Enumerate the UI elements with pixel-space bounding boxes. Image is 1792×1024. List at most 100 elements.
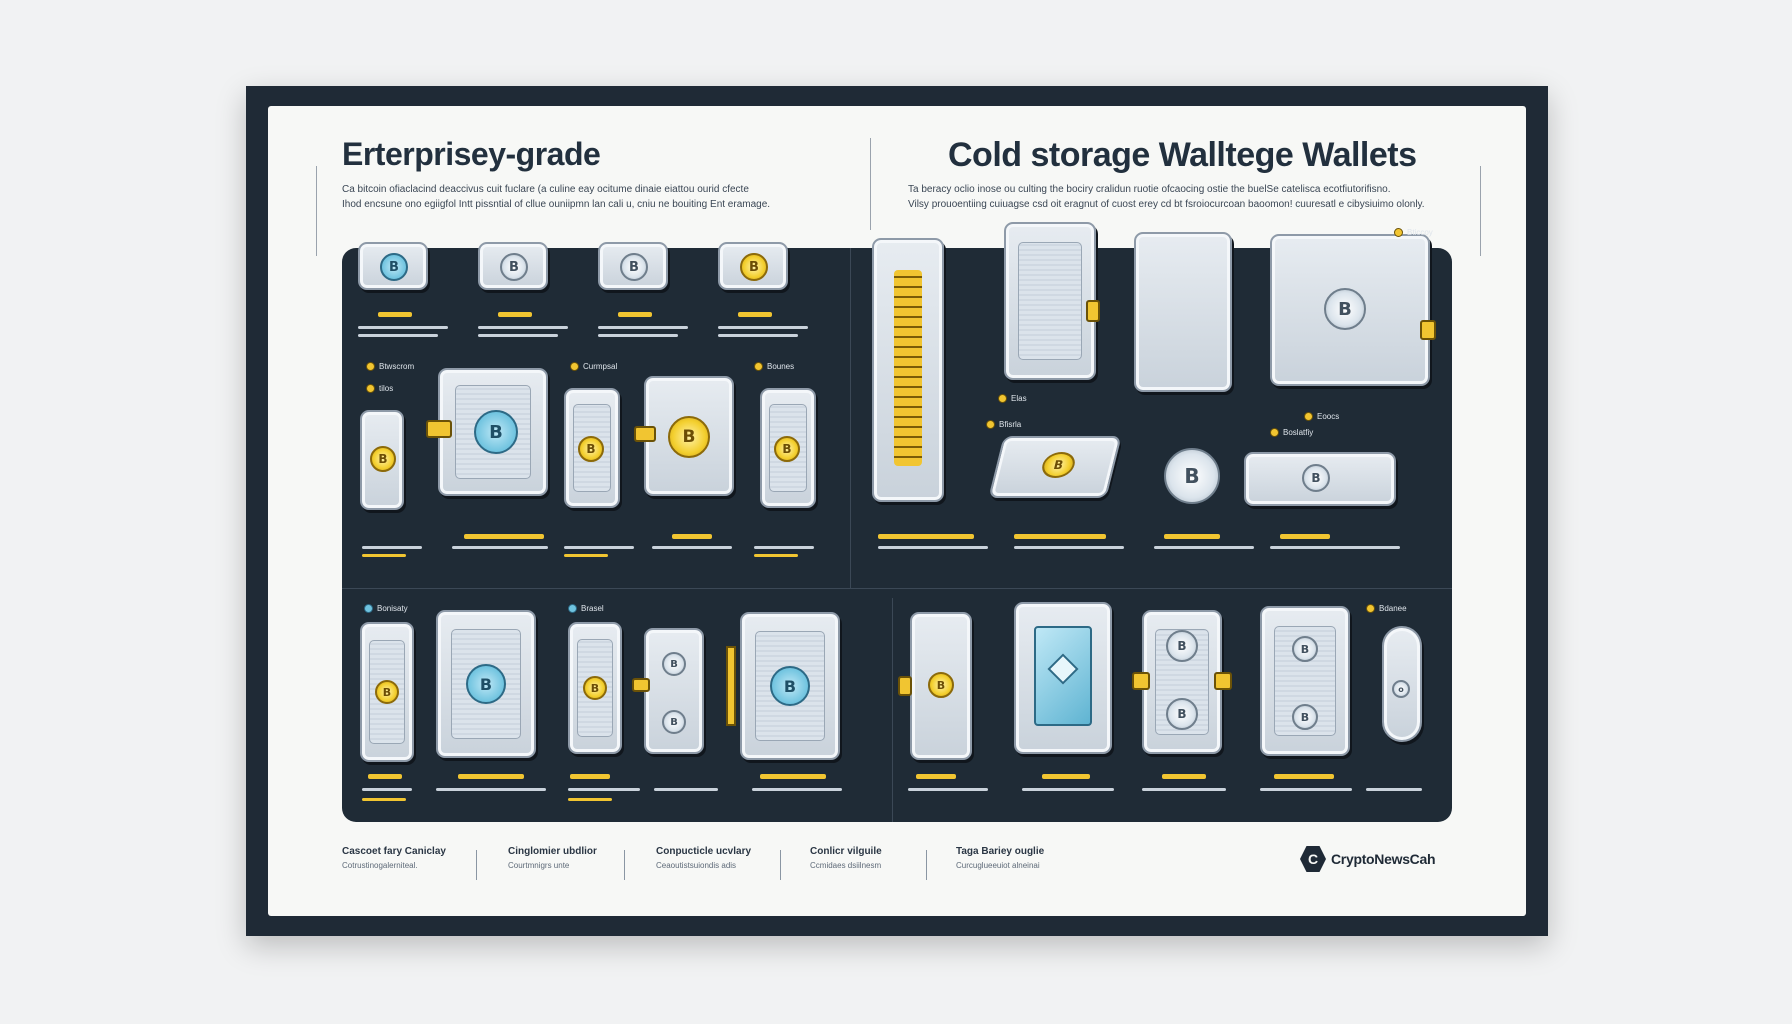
bitcoin-coin-icon: B bbox=[380, 253, 408, 281]
caption-line bbox=[452, 546, 548, 549]
gold-dot-icon bbox=[366, 384, 375, 393]
bitcoin-coin-icon: B bbox=[662, 652, 686, 676]
footer-subtitle: Curcuglueeuiot alneinai bbox=[956, 861, 1040, 870]
footer-item: Cascoet fary Caniclay Cotrustinogalernit… bbox=[342, 846, 446, 870]
caption-line bbox=[598, 334, 678, 337]
bitcoin-coin-icon: B bbox=[370, 446, 396, 472]
intro-left: Ca bitcoin ofiaclacind deaccivus cuit fu… bbox=[342, 182, 782, 212]
gold-dot-icon bbox=[754, 362, 763, 371]
label-bar bbox=[362, 798, 406, 801]
bitcoin-coin-icon: B bbox=[474, 410, 518, 454]
intro-right: Ta beracy oclio inose ou culting the boc… bbox=[908, 182, 1498, 212]
brand-name: CryptoNewsCah bbox=[1331, 851, 1436, 867]
footer-subtitle: Courtmnigrs unte bbox=[508, 861, 570, 870]
screen-wallet-icon bbox=[1014, 602, 1112, 754]
wallet-tag: tilos bbox=[366, 384, 393, 393]
label-bar bbox=[570, 774, 610, 779]
footer-item: Cinglomier ubdlior Courtmnigrs unte bbox=[508, 846, 597, 870]
hardware-wallet-icon: B bbox=[568, 622, 622, 754]
clasp-icon bbox=[1132, 672, 1150, 690]
caption-line bbox=[754, 546, 814, 549]
footer-title: Taga Bariey ouglie bbox=[956, 846, 1045, 857]
caption-line bbox=[1154, 546, 1254, 549]
margin-rule-right bbox=[1480, 166, 1481, 256]
footer-title: Conlicr vilguile bbox=[810, 846, 882, 857]
intro-left-line: Ihod encsune ono egiigfol Intt pissntial… bbox=[342, 199, 771, 210]
vault-wallet-icon: B bbox=[644, 376, 734, 496]
caption-line bbox=[1022, 788, 1114, 791]
folio-wallet-icon bbox=[1134, 232, 1232, 392]
vault-wallet-icon: B bbox=[740, 612, 840, 760]
label-bar bbox=[878, 534, 974, 539]
wallet-tag: Bfisrla bbox=[986, 420, 1021, 429]
clasp-icon bbox=[634, 426, 656, 442]
wallet-tag: Bounes bbox=[754, 362, 794, 371]
card-wallet-icon: B bbox=[718, 242, 788, 290]
clasp-icon bbox=[726, 646, 736, 726]
caption-line bbox=[358, 326, 448, 329]
poster-frame: Erterprisey-grade Cold storage Walltege … bbox=[246, 86, 1548, 936]
label-bar bbox=[1014, 534, 1106, 539]
caption-line bbox=[1260, 788, 1352, 791]
caption-line bbox=[652, 546, 732, 549]
caption-line bbox=[436, 788, 546, 791]
flat-vault-wallet-icon: B bbox=[1270, 234, 1430, 386]
panel-divider bbox=[892, 598, 893, 822]
hardware-wallet-icon: B bbox=[360, 622, 414, 762]
gold-dot-icon bbox=[986, 420, 995, 429]
label-bar bbox=[618, 312, 652, 317]
clasp-icon bbox=[426, 420, 452, 438]
caption-line bbox=[718, 326, 808, 329]
bitcoin-coin-icon: B bbox=[1292, 704, 1318, 730]
slim-key-wallet-icon: o bbox=[1382, 626, 1422, 742]
footer-divider bbox=[780, 850, 781, 880]
blue-dot-icon bbox=[568, 604, 577, 613]
label-bar bbox=[760, 774, 826, 779]
brand-logo-icon: C bbox=[1300, 846, 1326, 872]
bitcoin-coin-icon: B bbox=[500, 253, 528, 281]
margin-rule-left bbox=[316, 166, 317, 256]
card-case-wallet-icon bbox=[1004, 222, 1096, 380]
bitcoin-coin-icon: B bbox=[1166, 630, 1198, 662]
footer-title: Cascoet fary Caniclay bbox=[342, 846, 446, 857]
caption-line bbox=[654, 788, 718, 791]
clasp-icon bbox=[632, 678, 650, 692]
bitcoin-coin-icon: B bbox=[1039, 452, 1078, 478]
tall-cold-wallet-icon bbox=[872, 238, 944, 502]
caption-line bbox=[1014, 546, 1124, 549]
card-wallet-icon: B bbox=[358, 242, 428, 290]
caption-line bbox=[1270, 546, 1400, 549]
brand: C CryptoNewsCah bbox=[1300, 846, 1436, 872]
footer-divider bbox=[624, 850, 625, 880]
bitcoin-coin-icon: B bbox=[583, 676, 607, 700]
bitcoin-coin-icon: B bbox=[1302, 464, 1330, 492]
bitcoin-coin-icon: B bbox=[578, 436, 604, 462]
label-bar bbox=[568, 798, 612, 801]
label-bar bbox=[378, 312, 412, 317]
caption-line bbox=[568, 788, 640, 791]
footer-subtitle: Cotrustinogalerniteal. bbox=[342, 861, 418, 870]
gold-dot-icon bbox=[366, 362, 375, 371]
caption-line bbox=[1142, 788, 1226, 791]
footer-item: Taga Bariey ouglie Curcuglueeuiot alnein… bbox=[956, 846, 1044, 870]
bitcoin-coin-icon: B bbox=[1324, 288, 1366, 330]
wallet-tag: Boslatfiy bbox=[1270, 428, 1313, 437]
lock-icon: o bbox=[1392, 680, 1410, 698]
label-bar bbox=[1280, 534, 1330, 539]
blue-dot-icon bbox=[364, 604, 373, 613]
footer-item: Conlicr vilguile Ccmidaes dsiilnesm bbox=[810, 846, 882, 870]
footer-title: Cinglomier ubdlior bbox=[508, 846, 597, 857]
gold-dot-icon bbox=[1270, 428, 1279, 437]
wallet-panel: B B B B bbox=[342, 222, 1452, 822]
wallet-tag: Bdanee bbox=[1366, 604, 1407, 613]
caption-line bbox=[878, 546, 988, 549]
label-bar bbox=[464, 534, 544, 539]
label-bar bbox=[564, 554, 608, 557]
header-divider bbox=[870, 138, 871, 230]
hardware-wallet-icon: B bbox=[760, 388, 816, 508]
wallet-tag: Elas bbox=[998, 394, 1027, 403]
slim-cold-wallet-icon: B bbox=[988, 436, 1122, 498]
label-bar bbox=[754, 554, 798, 557]
panel-divider bbox=[850, 248, 851, 588]
gold-dot-icon bbox=[1304, 412, 1313, 421]
